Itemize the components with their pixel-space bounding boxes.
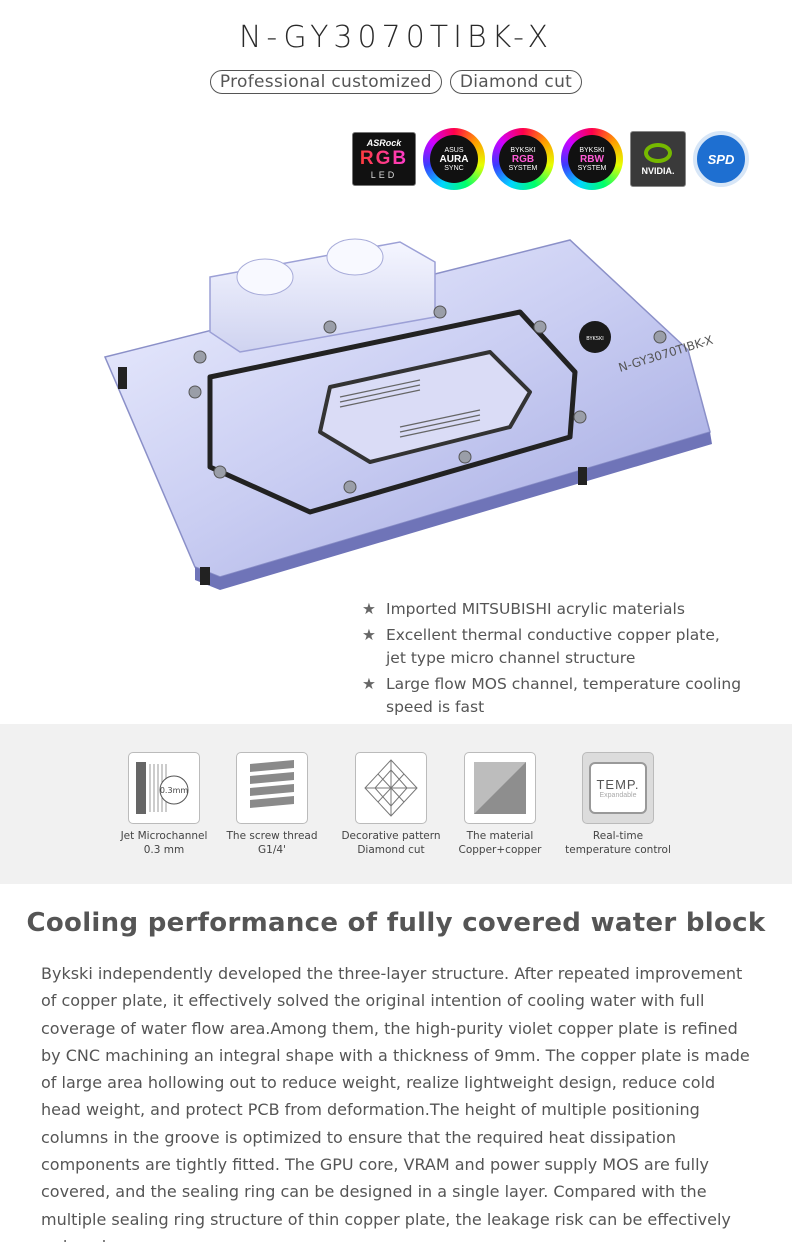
feature-text: Excellent thermal conductive copper plat… xyxy=(386,626,720,644)
diamond-cut-icon xyxy=(355,752,427,824)
feature-text-cont: jet type micro channel structure xyxy=(386,649,636,667)
star-icon: ★ xyxy=(362,626,376,644)
compatibility-badges: ASRock RGB LED ASUS AURA SYNC BYKSKI RGB… xyxy=(352,128,749,190)
bykski-rgb-top-text: BYKSKI xyxy=(510,146,536,154)
feature-tags: Professional customized Diamond cut xyxy=(0,70,792,94)
spd-logo: SPD xyxy=(693,131,749,187)
feature-item: ★ Excellent thermal conductive copper pl… xyxy=(362,624,782,670)
star-icon: ★ xyxy=(362,675,376,693)
feature-text: Large flow MOS channel, temperature cool… xyxy=(386,675,742,693)
microchannel-icon: 0.3mm xyxy=(128,752,200,824)
material-icon xyxy=(464,752,536,824)
feature-text: Imported MITSUBISHI acrylic materials xyxy=(386,600,685,618)
asrock-rgb-text: RGB xyxy=(359,148,409,169)
aura-sub-text: SYNC xyxy=(444,164,464,172)
spec-value: G1/4' xyxy=(258,844,286,856)
spec-value: temperature control xyxy=(565,844,671,856)
spec-label: Decorative pattern xyxy=(341,830,441,842)
water-block-illustration: BYKSKI N-GY3070TIBK-X xyxy=(103,238,715,590)
spec-label: The material xyxy=(466,830,534,842)
microchannel-icon-label: 0.3mm xyxy=(160,786,189,795)
bykski-rgb-system-logo: BYKSKI RGB SYSTEM xyxy=(492,128,554,190)
spec-value: 0.3 mm xyxy=(143,844,185,856)
bykski-rgb-sub-text: SYSTEM xyxy=(508,164,538,172)
bykski-rbw-top-text: BYKSKI xyxy=(579,146,605,154)
asrock-brand: ASRock xyxy=(366,138,402,148)
water-block-image: BYKSKI N-GY3070TIBK-X xyxy=(100,222,720,594)
spec-value: Copper+copper xyxy=(458,844,542,856)
bykski-rbw-main-text: RBW xyxy=(580,153,604,165)
bykski-logo-text: BYKSKI xyxy=(586,336,603,342)
spec-label: Jet Microchannel xyxy=(120,830,208,842)
feature-item: ★ Imported MITSUBISHI acrylic materials xyxy=(362,598,782,621)
star-icon: ★ xyxy=(362,600,376,618)
spec-material: The material Copper+copper xyxy=(435,752,565,857)
product-title: N-GY3070TIBK-X xyxy=(238,20,553,55)
bykski-rbw-system-logo: BYKSKI RBW SYSTEM xyxy=(561,128,623,190)
spd-label: SPD xyxy=(707,151,735,167)
asrock-led-text: LED xyxy=(370,170,398,180)
nvidia-logo: NVIDIA. xyxy=(630,131,686,187)
spec-jet-microchannel: 0.3mm Jet Microchannel 0.3 mm xyxy=(99,752,229,857)
spec-label: The screw thread xyxy=(226,830,318,842)
spec-temperature-control: TEMP. Expandable Real-time temperature c… xyxy=(553,752,683,857)
spec-icons-band: 0.3mm Jet Microchannel 0.3 mm The screw … xyxy=(0,724,792,884)
spec-value: Diamond cut xyxy=(357,844,425,856)
aura-main-text: AURA xyxy=(439,153,469,165)
feature-item: ★ Large flow MOS channel, temperature co… xyxy=(362,673,782,719)
section-heading: Cooling performance of fully covered wat… xyxy=(26,908,766,938)
aura-top-text: ASUS xyxy=(444,146,464,154)
spec-decorative-pattern: Decorative pattern Diamond cut xyxy=(326,752,456,857)
tag-diamond-cut: Diamond cut xyxy=(449,70,583,94)
bykski-rbw-sub-text: SYSTEM xyxy=(577,164,607,172)
bykski-rgb-main-text: RGB xyxy=(511,153,535,165)
feature-list: ★ Imported MITSUBISHI acrylic materials … xyxy=(362,598,782,722)
temp-icon-label: TEMP. xyxy=(596,777,640,792)
nvidia-label: NVIDIA. xyxy=(641,165,675,176)
temperature-icon: TEMP. Expandable xyxy=(582,752,654,824)
asrock-rgb-led-logo: ASRock RGB LED xyxy=(352,132,416,186)
screw-thread-icon xyxy=(236,752,308,824)
nvidia-eye-icon xyxy=(644,142,672,163)
asus-aura-sync-logo: ASUS AURA SYNC xyxy=(423,128,485,190)
section-paragraph: Bykski independently developed the three… xyxy=(41,964,750,1242)
temp-icon-sublabel: Expandable xyxy=(599,792,637,799)
spec-label: Real-time xyxy=(592,830,644,842)
spec-screw-thread: The screw thread G1/4' xyxy=(207,752,337,857)
feature-text-cont: speed is fast xyxy=(386,698,485,716)
tag-professional-customized: Professional customized xyxy=(209,70,442,94)
